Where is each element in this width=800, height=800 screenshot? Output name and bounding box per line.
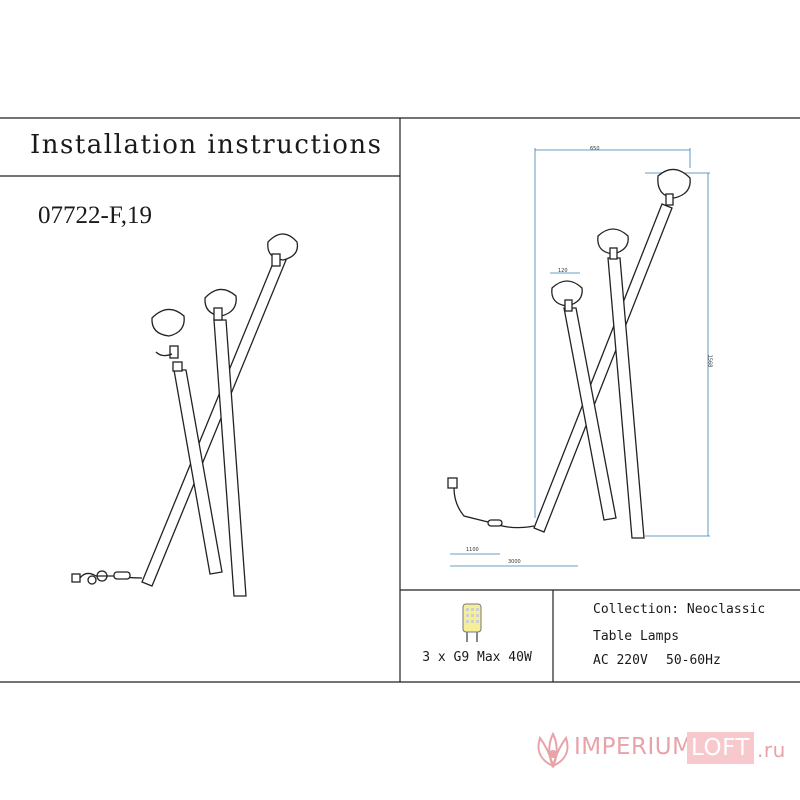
lotus-logo-icon xyxy=(537,731,569,769)
dimension-width: 650 xyxy=(590,146,600,152)
short-tube xyxy=(173,369,223,575)
watermark-brand-b: LOFT xyxy=(687,732,754,764)
spec-frequency: 50-60Hz xyxy=(666,653,721,668)
socket-left xyxy=(169,345,179,359)
spec-type: Table Lamps xyxy=(593,629,680,644)
watermark-tld: .ru xyxy=(757,738,786,762)
assembly-drawing xyxy=(71,233,299,597)
dimension-drawing xyxy=(447,148,710,567)
g9-led-bulb-icon xyxy=(462,603,482,642)
shade-middle xyxy=(204,288,237,317)
socket-right xyxy=(271,253,281,267)
page-title: Installation instructions xyxy=(30,130,383,160)
switch xyxy=(113,571,131,580)
dimension-height: 1568 xyxy=(706,354,713,368)
model-code: 07722-F,19 xyxy=(38,202,152,229)
socket-middle xyxy=(213,307,223,321)
plug xyxy=(71,573,81,583)
bulb-spec: 3 x G9 Max 40W xyxy=(422,650,532,665)
dimension-base-short: 1100 xyxy=(466,547,479,553)
spec-voltage: AC 220V xyxy=(593,653,648,668)
watermark-brand-a: IMPERIUM xyxy=(574,734,693,760)
dimension-base-long: 3000 xyxy=(508,559,521,565)
tube-cap xyxy=(172,361,183,372)
spec-collection: Collection: Neoclassic xyxy=(593,602,766,617)
shade-left-exploded xyxy=(151,308,185,337)
dimension-lines xyxy=(450,148,710,567)
dimension-shade: 120 xyxy=(558,268,568,274)
